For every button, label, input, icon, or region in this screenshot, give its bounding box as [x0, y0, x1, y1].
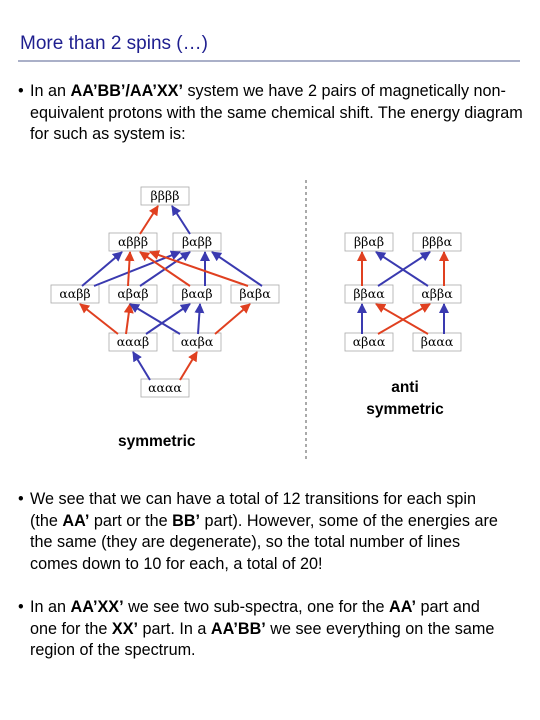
- transition-arrow: [145, 303, 191, 335]
- level-babb: βαββ: [182, 234, 212, 249]
- symmetric-label: symmetric: [118, 433, 196, 450]
- level-abbb: αβββ: [118, 234, 148, 249]
- title-divider: [18, 60, 520, 62]
- transition-arrow: [375, 251, 429, 287]
- level-baab: βααβ: [181, 286, 212, 301]
- level-abab: αβαβ: [117, 286, 148, 301]
- transition-arrow: [124, 251, 135, 287]
- degeneracy-paragraph: •We see that we can have a total of 12 t…: [18, 490, 498, 573]
- level-bbab: ββαβ: [354, 234, 384, 249]
- slide-title: More than 2 spins (…): [20, 33, 208, 54]
- transition-arrow: [214, 303, 251, 335]
- transition-arrow: [79, 303, 119, 335]
- level-bbaa: ββαα: [353, 286, 385, 301]
- transition-arrow: [211, 251, 263, 287]
- level-aaab: αααβ: [117, 334, 150, 349]
- level-baba: βαβα: [239, 286, 271, 301]
- level-abaa: αβαα: [353, 334, 386, 349]
- level-boxes: [50, 186, 462, 398]
- transition-arrow: [149, 250, 249, 287]
- transition-arrow: [123, 303, 134, 335]
- intro-paragraph: •In an AA’BB’/AA’XX’ system we have 2 pa…: [18, 82, 523, 143]
- level-aaba: ααβα: [181, 334, 214, 349]
- transition-arrow: [377, 251, 431, 287]
- transition-arrow: [139, 251, 191, 287]
- transition-arrow: [171, 205, 191, 235]
- transition-arrow: [139, 205, 159, 235]
- anti-transitions: [357, 251, 449, 335]
- anti-label-line1: anti: [391, 379, 419, 396]
- level-bbba: βββα: [422, 234, 453, 249]
- bullet: •: [18, 82, 24, 100]
- bullet: •: [18, 490, 24, 508]
- symmetric-transitions: [79, 205, 263, 381]
- transition-arrow: [179, 351, 198, 381]
- transition-arrow: [375, 303, 429, 335]
- level-aaaa: αααα: [148, 380, 182, 395]
- transition-arrow: [132, 351, 151, 381]
- level-abba: αββα: [421, 286, 453, 301]
- subspectra-paragraph: •In an AA’XX’ we see two sub-spectra, on…: [18, 598, 495, 659]
- bullet: •: [18, 598, 24, 616]
- anti-label-line2: symmetric: [366, 401, 444, 418]
- level-baaa: βααα: [421, 334, 454, 349]
- level-aabb: ααββ: [59, 286, 90, 301]
- transition-arrow: [129, 303, 181, 335]
- level-bbbb: ββββ: [151, 188, 180, 203]
- transition-arrow: [194, 303, 205, 335]
- transition-arrow: [81, 251, 123, 287]
